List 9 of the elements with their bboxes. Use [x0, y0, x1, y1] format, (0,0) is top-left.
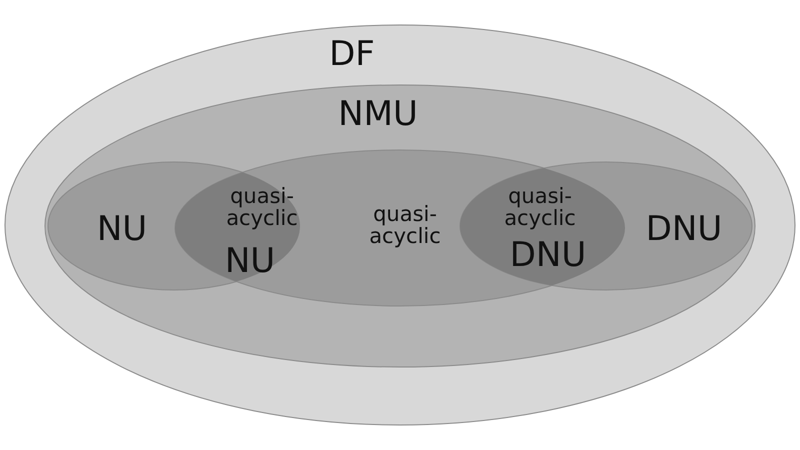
set-label: NMU	[338, 97, 418, 133]
set-label: NU	[96, 212, 148, 248]
set-label: quasi-acyclic	[225, 184, 299, 230]
set-label: quasi-acyclic	[368, 202, 442, 248]
set-label: DF	[329, 37, 375, 73]
set-label: quasi-acyclic	[503, 184, 577, 230]
set-label: DNU	[646, 212, 722, 248]
set-label: NU	[224, 244, 276, 280]
set-label: DNU	[510, 238, 586, 274]
